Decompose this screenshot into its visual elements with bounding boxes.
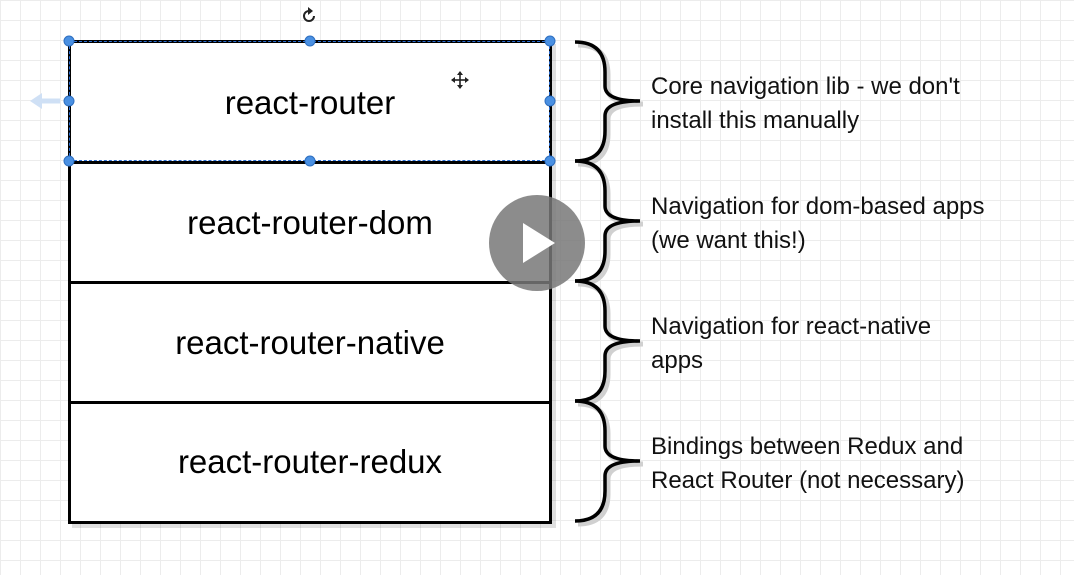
description-react-router-native[interactable]: Navigation for react-native apps (651, 310, 931, 378)
resize-handle-bottom[interactable] (304, 155, 316, 167)
move-cursor-icon (450, 70, 470, 96)
description-react-router[interactable]: Core navigation lib - we don't install t… (651, 70, 960, 138)
description-line: Navigation for react-native (651, 313, 932, 340)
description-line: React Router (not necessary) (651, 467, 965, 494)
description-line: install this manually (651, 107, 860, 134)
braces-group (574, 40, 644, 527)
description-line: Navigation for dom-based apps (651, 193, 985, 220)
description-line: (we want this!) (651, 227, 806, 254)
description-react-router-redux[interactable]: Bindings between Redux and React Router … (651, 430, 964, 498)
description-line: Core navigation lib - we don't (651, 73, 960, 100)
resize-handle-bottom-right[interactable] (544, 155, 556, 167)
resize-handle-bottom-left[interactable] (63, 155, 75, 167)
layer-label: react-router-redux (177, 443, 443, 480)
resize-handle-top-left[interactable] (63, 35, 75, 47)
connection-arrow-icon[interactable] (28, 90, 62, 117)
layer-label: react-router-dom (187, 203, 433, 241)
description-react-router-dom[interactable]: Navigation for dom-based apps (we want t… (651, 190, 985, 258)
brace-1 (574, 40, 641, 163)
rotate-icon[interactable] (299, 6, 319, 30)
layer-react-router[interactable]: react-router (71, 43, 549, 163)
layer-react-router-dom[interactable]: react-router-dom (71, 161, 549, 281)
resize-handle-left[interactable] (63, 95, 75, 107)
description-line: apps (651, 347, 704, 374)
layer-label: react-router-native (175, 323, 445, 361)
package-stack: react-router react-router-dom react-rout… (68, 40, 552, 524)
brace-3 (574, 279, 641, 403)
play-icon (523, 223, 555, 263)
resize-handle-right[interactable] (544, 95, 556, 107)
resize-handle-top[interactable] (304, 35, 316, 47)
brace-2 (574, 159, 641, 283)
layer-react-router-redux[interactable]: react-router-redux (71, 401, 549, 520)
layer-label: react-router (224, 84, 396, 121)
resize-handle-top-right[interactable] (544, 35, 556, 47)
video-play-button[interactable] (489, 195, 585, 291)
layer-react-router-native[interactable]: react-router-native (71, 281, 549, 401)
description-line: Bindings between Redux and (651, 433, 964, 460)
brace-4 (574, 399, 641, 523)
